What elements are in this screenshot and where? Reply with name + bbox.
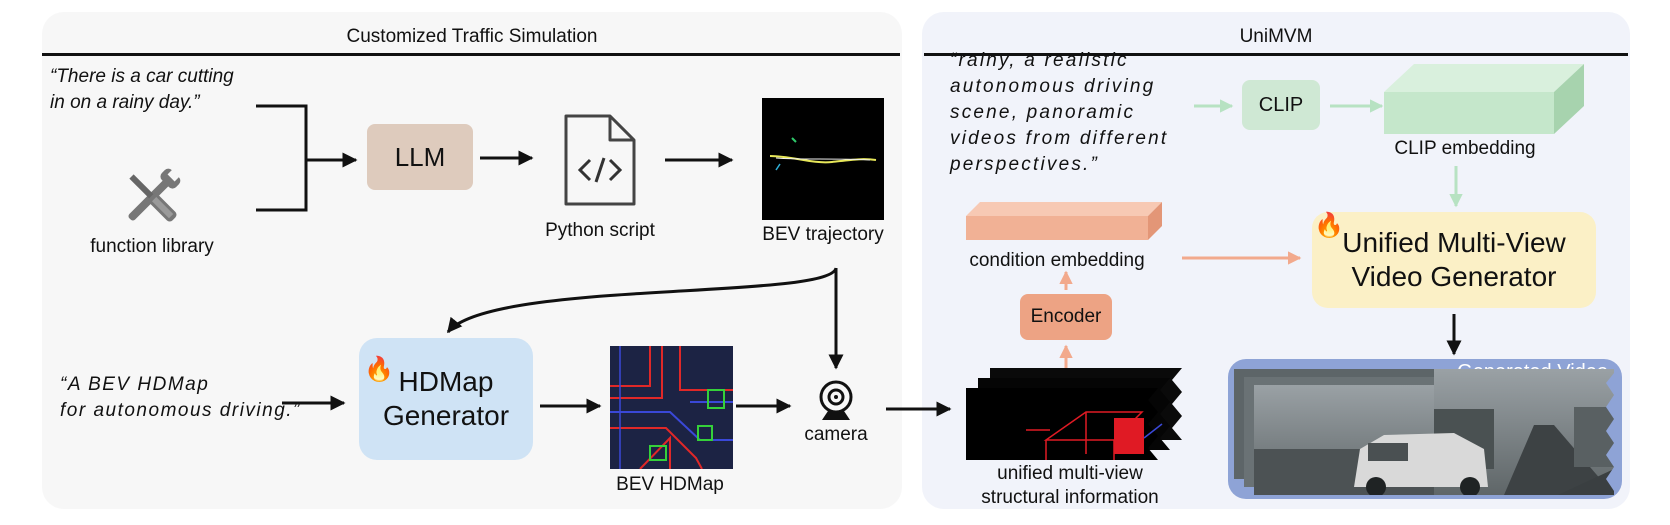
- structural-information-image: [966, 368, 1182, 460]
- text-prompt-line-3: scene, panoramic: [950, 102, 1136, 123]
- hdmap-quote-line-2: for autonomous driving.”: [60, 400, 301, 421]
- generated-video-frame: Generated Video: [1228, 359, 1622, 499]
- arrow-trajectory-to-hdmap-generator: [446, 267, 838, 334]
- bev-hdmap-label: BEV HDMap: [616, 474, 724, 495]
- function-library-label: function library: [90, 236, 214, 257]
- hdmap-generator-line-1: HDMap: [398, 366, 494, 397]
- python-script-label: Python script: [545, 220, 655, 241]
- left-panel-rule: [42, 53, 900, 56]
- webcam-icon: [819, 380, 853, 420]
- condition-embedding-block: [966, 202, 1162, 240]
- wrench-screwdriver-icon: [128, 168, 181, 222]
- hdmap-generator-box: HDMap Generator: [359, 338, 533, 460]
- scenario-quote-line-2: in on a rainy day.”: [50, 92, 200, 113]
- hdmap-quote-line-1: “A BEV HDMap: [60, 374, 210, 395]
- scenario-quote: “There is a car cutting in on a rainy da…: [50, 64, 234, 116]
- flame-icon: 🔥: [364, 356, 394, 383]
- text-prompt-line-1: “rainy, a realistic: [950, 50, 1129, 71]
- clip-box: CLIP: [1242, 80, 1320, 130]
- unified-multi-view-video-generator-box: Unified Multi-View Video Generator: [1312, 212, 1596, 308]
- hdmap-quote: “A BEV HDMap for autonomous driving.”: [60, 372, 301, 424]
- flame-icon: 🔥: [1314, 212, 1344, 239]
- bev-trajectory-label: BEV trajectory: [762, 224, 884, 245]
- hdmap-generator-line-2: Generator: [382, 400, 510, 431]
- bev-hdmap-image: [610, 346, 733, 469]
- encoder-box: Encoder: [1020, 294, 1112, 340]
- unified-generator-line-1: Unified Multi-View: [1342, 227, 1566, 258]
- bev-trajectory-image: [762, 98, 884, 220]
- right-panel-title: UniMVM: [1239, 26, 1313, 47]
- input-bracket: [256, 104, 308, 212]
- text-prompt-line-5: perspectives.”: [950, 154, 1100, 175]
- condition-embedding-label: condition embedding: [969, 250, 1145, 271]
- llm-box: LLM: [367, 124, 473, 190]
- unified-generator-line-2: Video Generator: [1351, 261, 1557, 292]
- structural-info-line-2: structural information: [981, 487, 1159, 508]
- structural-information-label: unified multi-view structural informatio…: [960, 462, 1180, 510]
- left-panel-title: Customized Traffic Simulation: [346, 26, 598, 47]
- text-prompt-line-2: autonomous driving: [950, 76, 1156, 97]
- scenario-quote-line-1: “There is a car cutting: [50, 66, 234, 87]
- right-panel-rule: [924, 53, 1628, 56]
- structural-info-line-1: unified multi-view: [997, 463, 1143, 484]
- clip-embedding-label: CLIP embedding: [1394, 138, 1536, 159]
- generated-video-frames: [1234, 369, 1614, 495]
- camera-label: camera: [804, 424, 868, 445]
- clip-embedding-block: [1384, 64, 1584, 134]
- text-prompt: “rainy, a realistic autonomous driving s…: [950, 48, 1168, 178]
- text-prompt-line-4: videos from different: [950, 128, 1169, 149]
- code-file-icon: [564, 114, 636, 206]
